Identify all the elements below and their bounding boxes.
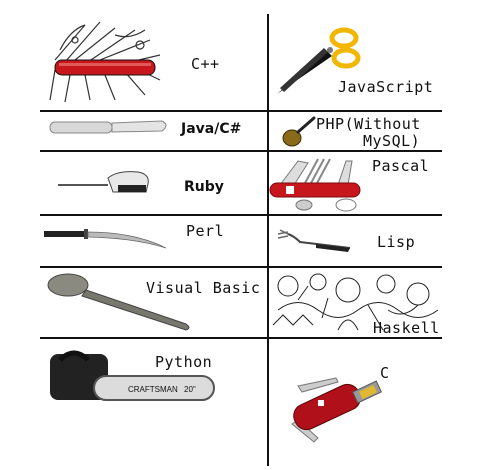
abstract-sketch-icon [272, 273, 439, 331]
multitool-cutlery-icon [269, 158, 361, 212]
bent-fork-icon [277, 229, 351, 252]
giant-swiss-army-knife-icon [49, 21, 161, 103]
visual-basic-label: Visual Basic [146, 279, 261, 297]
javascript-label: JavaScript [338, 78, 434, 96]
c-label: C [380, 364, 390, 382]
spoon-icon [47, 273, 190, 331]
chainsaw-icon: CRAFTSMAN 20" [50, 350, 215, 401]
column-divider [267, 14, 269, 466]
cpp-label: C++ [191, 55, 220, 73]
php-label-line1: PHP(Without [316, 115, 421, 133]
scissors-icon [277, 27, 361, 94]
swiss-army-knife-usb-icon [291, 377, 382, 443]
chainsaw-brand-text: CRAFTSMAN [128, 385, 178, 394]
ruby-label: Ruby [184, 179, 224, 195]
chainsaw-size-text: 20" [184, 385, 196, 394]
row-divider [40, 110, 442, 112]
row-divider [40, 214, 442, 216]
katana-icon [44, 229, 167, 249]
pascal-label: Pascal [372, 157, 430, 175]
electric-knife-icon [58, 171, 149, 193]
java-csharp-label: Java/C# [181, 121, 242, 137]
haskell-label: Haskell [373, 319, 440, 337]
row-divider [40, 150, 442, 152]
row-divider [40, 266, 442, 268]
row-divider [40, 337, 442, 339]
lisp-label: Lisp [377, 233, 416, 251]
python-label: Python [155, 353, 213, 371]
butter-knife-icon [49, 120, 167, 134]
php-label-line2: MySQL) [363, 132, 421, 150]
bent-spoon-icon [282, 116, 316, 147]
perl-label: Perl [186, 222, 225, 240]
